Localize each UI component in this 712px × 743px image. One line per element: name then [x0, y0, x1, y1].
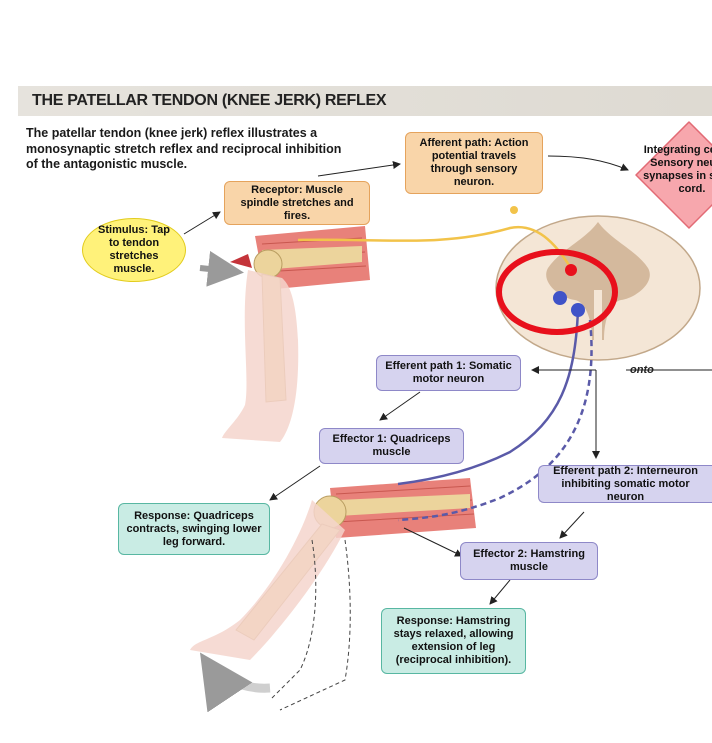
sensory-neuron-path: [297, 225, 574, 271]
efferent-path-2-text: Efferent path 2: Interneuron inhibiting …: [553, 465, 698, 503]
stimulus-text: Stimulus: Tap to tendon stretches muscle…: [98, 224, 170, 275]
leg-upper-illustration: [199, 226, 370, 442]
spinal-cord: [495, 215, 701, 361]
integrating-center-text: Integrating center: Sensory neuron synap…: [643, 144, 712, 195]
afferent-path-text: Afferent path: Action potential travels …: [419, 137, 529, 188]
inhibited-motor-neuron-path: [397, 319, 593, 522]
effector-2-text: Effector 2: Hamstring muscle: [473, 548, 585, 573]
efferent-path-1-text: Efferent path 1: Somatic motor neuron: [385, 360, 512, 385]
effector-1-label: Effector 1: Quadriceps muscle: [319, 428, 464, 464]
response-1-label: Response: Quadriceps contracts, swinging…: [118, 503, 270, 555]
response-2-label: Response: Hamstring stays relaxed, allow…: [381, 608, 526, 674]
effector-2-label: Effector 2: Hamstring muscle: [460, 542, 598, 580]
flow-arrows: [183, 155, 712, 605]
efferent-path-1-label: Efferent path 1: Somatic motor neuron: [376, 355, 521, 391]
synapse-markers: [553, 264, 585, 317]
intro-text: The patellar tendon (knee jerk) reflex i…: [26, 126, 342, 171]
page-title: THE PATELLAR TENDON (KNEE JERK) REFLEX: [32, 92, 387, 109]
title-bar: THE PATELLAR TENDON (KNEE JERK) REFLEX: [18, 86, 712, 116]
afferent-path-label: Afferent path: Action potential travels …: [405, 132, 543, 194]
motor-neuron-path: [397, 309, 580, 486]
efferent-path-2-label: Efferent path 2: Interneuron inhibiting …: [538, 465, 712, 503]
leg-lower-illustration: [190, 478, 476, 713]
receptor-label: Receptor: Muscle spindle stretches and f…: [224, 181, 370, 225]
onto-label: onto: [630, 364, 654, 376]
stimulus-label: Stimulus: Tap to tendon stretches muscle…: [82, 218, 186, 282]
effector-1-text: Effector 1: Quadriceps muscle: [332, 433, 451, 458]
receptor-text: Receptor: Muscle spindle stretches and f…: [240, 183, 354, 222]
response-2-text: Response: Hamstring stays relaxed, allow…: [393, 615, 514, 666]
highlight-circle: [496, 249, 618, 335]
response-1-text: Response: Quadriceps contracts, swinging…: [126, 509, 262, 548]
integrating-center-label: Integrating center: Sensory neuron synap…: [634, 120, 712, 230]
